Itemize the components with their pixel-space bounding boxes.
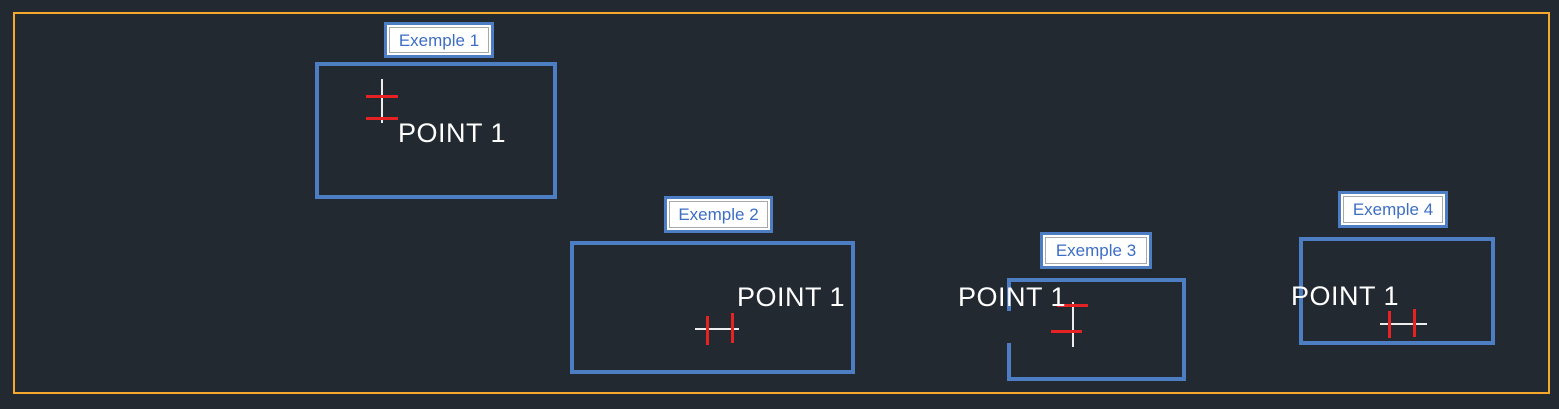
example-4-label-box[interactable]: Exemple 4 [1338,191,1448,228]
marker-tick-2 [366,117,398,120]
example-1-label-box[interactable]: Exemple 1 [384,22,494,58]
example-2-point-label[interactable]: POINT 1 [737,282,846,312]
marker-tick-2 [1413,309,1416,337]
example-4-rectangle[interactable] [1299,237,1495,345]
example-3-label-box[interactable]: Exemple 3 [1040,232,1152,269]
example-4-point-label[interactable]: POINT 1 [1291,281,1400,311]
marker-axis-line [1380,323,1427,325]
example-2-label-box[interactable]: Exemple 2 [664,196,773,233]
marker-tick-2 [731,313,734,343]
example-2-rectangle[interactable] [570,241,855,374]
example-1-rectangle[interactable] [315,62,557,199]
example-4-label: Exemple 4 [1343,196,1443,223]
marker-axis-line [1072,302,1074,347]
marker-tick-1 [1388,311,1391,338]
marker-tick-1 [1057,304,1088,307]
example-3-point-label[interactable]: POINT 1 [958,282,1067,312]
example-2-label: Exemple 2 [669,201,768,228]
marker-axis-line [695,328,739,330]
rect-border-gap [1005,311,1013,343]
viewport-frame [13,12,1550,394]
marker-tick-2 [1051,330,1082,333]
example-1-label: Exemple 1 [389,27,489,53]
example-3-label: Exemple 3 [1045,237,1147,264]
marker-axis-line [381,79,383,123]
marker-tick-1 [366,95,398,98]
example-1-point-label[interactable]: POINT 1 [398,118,507,148]
marker-tick-1 [706,316,709,345]
